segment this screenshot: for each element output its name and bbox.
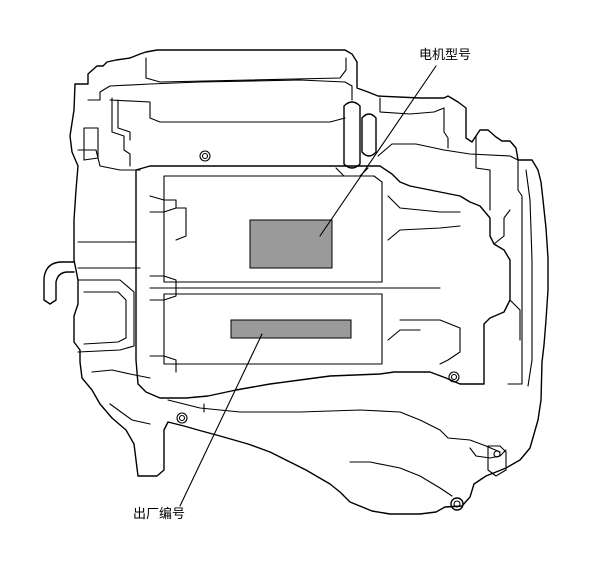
lower-step-2 <box>469 447 507 459</box>
bolt-hole-right-inner <box>450 373 458 381</box>
motor-model-plate <box>249 219 333 269</box>
bolt-hole-bottom-right <box>493 450 501 458</box>
serial-number-leader <box>179 333 263 507</box>
top-bracket <box>145 57 347 83</box>
left-rib-3 <box>149 275 177 301</box>
bolt-hole-bottom <box>450 497 464 511</box>
bolt-hole-right <box>448 371 460 383</box>
main-body <box>135 165 511 399</box>
bottom-left-leg <box>91 369 151 379</box>
right-vertical-1 <box>507 159 523 385</box>
right-step <box>475 135 491 211</box>
motor-model-label: 电机型号 <box>419 48 472 63</box>
bolt-hole-bottom-inner <box>453 500 461 508</box>
left-lower-1 <box>77 279 135 353</box>
mid-right-4 <box>387 329 421 341</box>
left-stub <box>111 97 131 167</box>
inner-panel-bottom <box>163 293 383 365</box>
bolt-hole-left-inner <box>178 414 186 422</box>
right-vertical-2 <box>525 169 533 387</box>
mid-right-3 <box>399 319 461 365</box>
left-block <box>83 127 99 161</box>
left-rib-1 <box>149 195 177 213</box>
left-stub-2 <box>117 99 131 141</box>
mid-right-2 <box>387 225 461 241</box>
left-lower-2 <box>83 291 127 345</box>
bolt-hole-left <box>176 412 188 424</box>
serial-number-label: 出厂编号 <box>133 507 186 522</box>
left-elbow <box>43 261 75 305</box>
pipe-top-2 <box>361 113 377 157</box>
housing-outline <box>69 49 549 515</box>
bottom-left-leg-2 <box>109 403 151 425</box>
left-block-2 <box>77 149 141 171</box>
upper-rail-inner <box>109 99 346 123</box>
bolt-hole-top <box>199 150 211 162</box>
bolt-hole-top-inner <box>201 152 209 160</box>
topright-bracket <box>379 97 449 149</box>
mid-right-1 <box>387 195 461 213</box>
right-step-2 <box>493 209 511 245</box>
inner-panel-top <box>163 175 383 283</box>
pipe-top <box>343 101 361 169</box>
left-rib-2 <box>175 207 187 241</box>
topright-diagonal <box>377 143 519 161</box>
left-rib-4 <box>149 355 177 373</box>
serial-number-plate <box>230 319 352 339</box>
upper-rail <box>87 79 353 101</box>
lower-right-box <box>487 445 507 477</box>
right-step-3 <box>509 299 521 341</box>
lower-step <box>349 461 453 497</box>
motor-model-leader <box>319 65 437 237</box>
lower-housing <box>167 399 501 453</box>
